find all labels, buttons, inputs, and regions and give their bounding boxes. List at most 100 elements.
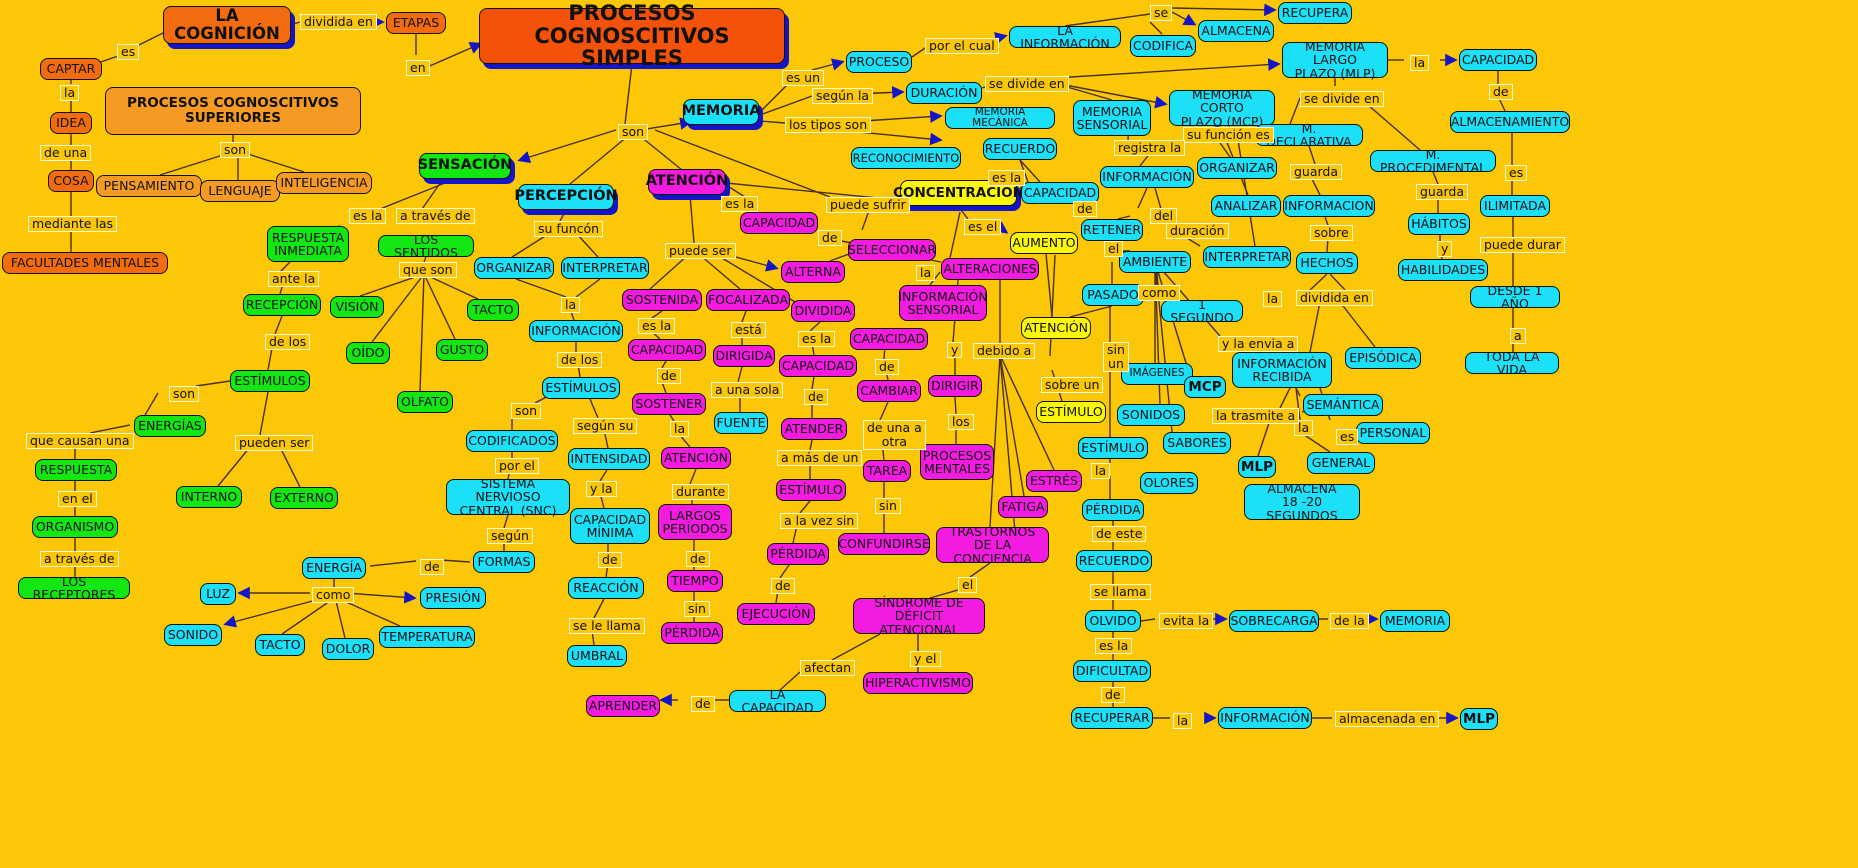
concept-node-fatiga[interactable]: FATIGA xyxy=(998,496,1048,518)
concept-node-retener[interactable]: RETENER xyxy=(1081,219,1143,241)
concept-node-tacto[interactable]: TACTO xyxy=(467,299,519,321)
concept-node-ambiente[interactable]: AMBIENTE xyxy=(1119,251,1191,273)
concept-node-almacena[interactable]: ALMACENA xyxy=(1198,20,1274,42)
concept-node-información-recibida[interactable]: INFORMACIÓN RECIBIDA xyxy=(1232,352,1332,388)
concept-node-trastornos-de-la-conciencia[interactable]: TRASTORNOS DE LA CONCIENCIA xyxy=(936,525,1049,565)
concept-node-pensamiento[interactable]: PENSAMIENTO xyxy=(96,175,202,197)
concept-node-idea[interactable]: IDEA xyxy=(50,112,92,134)
concept-node-toda-la-vida[interactable]: TODA LA VIDA xyxy=(1465,349,1559,376)
concept-node-episódica[interactable]: EPISÓDICA xyxy=(1345,347,1421,369)
concept-node-codifica[interactable]: CODIFICA xyxy=(1130,35,1196,57)
concept-node-aprender[interactable]: APRENDER xyxy=(586,695,660,717)
concept-node-síndrome-de-déficit-atencional[interactable]: SÍNDROME DE DÉFICIT ATENCIONAL xyxy=(853,596,985,636)
concept-node-focalizada[interactable]: FOCALIZADA xyxy=(706,289,790,311)
concept-node-habilidades[interactable]: HABILIDADES xyxy=(1398,259,1488,281)
concept-node-tacto[interactable]: TACTO xyxy=(255,634,305,656)
concept-node-presión[interactable]: PRESIÓN xyxy=(420,587,486,609)
concept-node-atender[interactable]: ATENDER xyxy=(781,418,847,440)
concept-node-tiempo[interactable]: TIEMPO xyxy=(667,570,723,592)
concept-node-estímulos[interactable]: ESTÍMULOS xyxy=(230,370,310,392)
concept-node-temperatura[interactable]: TEMPERATURA xyxy=(379,626,475,648)
concept-node-pasado[interactable]: PASADO xyxy=(1082,284,1144,306)
concept-node-sostener[interactable]: SOSTENER xyxy=(632,393,706,415)
concept-node-información[interactable]: INFORMACIÓN xyxy=(1100,166,1194,188)
concept-node-información[interactable]: INFORMACIÓN xyxy=(1218,707,1312,729)
concept-node-gusto[interactable]: GUSTO xyxy=(436,339,488,361)
concept-node-memoria-mecánica[interactable]: MEMORIA MECÁNICA xyxy=(945,106,1055,129)
concept-node-recuerdo[interactable]: RECUERDO xyxy=(1076,550,1152,572)
concept-node-duración[interactable]: DURACIÓN xyxy=(906,82,982,104)
concept-node-captar[interactable]: CAPTAR xyxy=(40,58,102,80)
concept-node-organismo[interactable]: ORGANISMO xyxy=(32,516,118,538)
concept-node-olvido[interactable]: OLVIDO xyxy=(1085,610,1141,632)
concept-node-sensación[interactable]: SENSACIÓN xyxy=(418,153,512,179)
concept-node-intensidad[interactable]: INTENSIDAD xyxy=(568,448,650,470)
concept-node-mlp[interactable]: MLP xyxy=(1460,708,1498,730)
concept-node-información-sensorial[interactable]: INFORMACIÓN SENSORIAL xyxy=(898,285,988,321)
concept-node-desde-1-año[interactable]: DESDE 1 AÑO xyxy=(1470,283,1560,310)
concept-node-atención[interactable]: ATENCIÓN xyxy=(646,169,728,195)
concept-node-luz[interactable]: LUZ xyxy=(200,583,236,605)
concept-node-mlp[interactable]: MLP xyxy=(1238,456,1276,478)
concept-node-externo[interactable]: EXTERNO xyxy=(270,487,338,509)
concept-node-cambiar[interactable]: CAMBIAR xyxy=(857,380,921,402)
concept-node-capacidad-mínima[interactable]: CAPACIDAD MÍNIMA xyxy=(570,508,650,544)
concept-node-recuperar[interactable]: RECUPERAR xyxy=(1071,707,1153,729)
concept-node-hechos[interactable]: HECHOS xyxy=(1296,252,1358,274)
concept-node-respuesta[interactable]: RESPUESTA xyxy=(35,459,117,481)
concept-node-sabores[interactable]: SABORES xyxy=(1163,432,1231,454)
concept-node-aumento[interactable]: AUMENTO xyxy=(1010,232,1078,254)
concept-node-la-información[interactable]: LA INFORMACIÓN xyxy=(1009,23,1121,50)
concept-node-sobrecarga[interactable]: SOBRECARGA xyxy=(1229,610,1319,632)
concept-node-analizar[interactable]: ANALIZAR xyxy=(1211,195,1281,217)
concept-node-dolor[interactable]: DOLOR xyxy=(322,638,374,660)
concept-node-estímulo[interactable]: ESTÍMULO xyxy=(1078,437,1148,459)
concept-node-procesos-cognoscitivos-simples[interactable]: PROCESOS COGNOSCITIVOS SIMPLES xyxy=(479,2,785,70)
concept-node-memoria-largo-plazo-mlp[interactable]: MEMORIA LARGO PLAZO (MLP) xyxy=(1282,40,1388,80)
concept-node-interno[interactable]: INTERNO xyxy=(176,486,242,508)
concept-node-confundirse[interactable]: CONFUNDIRSE xyxy=(838,533,930,555)
concept-node-capacidad[interactable]: CAPACIDAD xyxy=(779,355,857,377)
concept-node-pérdida[interactable]: PÉRDIDA xyxy=(661,622,723,644)
concept-node-codificados[interactable]: CODIFICADOS xyxy=(466,430,558,452)
concept-node-atención[interactable]: ATENCIÓN xyxy=(1021,317,1091,339)
concept-node-facultades-mentales[interactable]: FACULTADES MENTALES xyxy=(2,252,168,274)
concept-node-sistema-nervioso-central-snc[interactable]: SISTEMA NERVIOSO CENTRAL (SNC) xyxy=(446,477,570,517)
concept-node-oído[interactable]: OÍDO xyxy=(346,342,390,364)
concept-node-memoria-sensorial[interactable]: MEMORIA SENSORIAL xyxy=(1073,100,1151,136)
concept-node-energías[interactable]: ENERGÍAS xyxy=(134,415,206,437)
concept-node-atención[interactable]: ATENCIÓN xyxy=(661,447,731,469)
concept-node-la-cognición[interactable]: LA COGNICIÓN xyxy=(163,6,291,44)
concept-node-informacion[interactable]: INFORMACION xyxy=(1283,195,1375,217)
concept-node-olores[interactable]: OLORES xyxy=(1140,472,1198,494)
concept-node-percepción[interactable]: PERCEPCIÓN xyxy=(514,184,618,210)
concept-node-hábitos[interactable]: HÁBITOS xyxy=(1408,213,1470,235)
concept-node-semántica[interactable]: SEMÁNTICA xyxy=(1303,394,1383,416)
concept-node-tarea[interactable]: TAREA xyxy=(863,460,911,482)
concept-node-energía[interactable]: ENERGÍA xyxy=(302,557,366,579)
concept-node-lenguaje[interactable]: LENGUAJE xyxy=(200,180,280,202)
concept-node-sonido[interactable]: SONIDO xyxy=(164,624,222,646)
concept-node-organizar[interactable]: ORGANIZAR xyxy=(474,257,554,279)
concept-node-dirigir[interactable]: DIRIGIR xyxy=(928,375,982,397)
concept-node-los-sentidos[interactable]: LOS SENTIDOS xyxy=(378,232,474,259)
concept-node-interpretar[interactable]: INTERPRETAR xyxy=(561,257,649,279)
concept-node-interpretar[interactable]: INTERPRETAR xyxy=(1203,246,1291,268)
concept-node-capacidad[interactable]: CAPACIDAD xyxy=(850,328,928,350)
concept-node-recupera[interactable]: RECUPERA xyxy=(1278,2,1352,24)
concept-node-dificultad[interactable]: DIFICULTAD xyxy=(1073,660,1151,682)
concept-node-seleccionar[interactable]: SELECCIONAR xyxy=(848,239,936,261)
concept-node-capacidad[interactable]: CAPACIDAD xyxy=(740,212,818,234)
concept-node-etapas[interactable]: ETAPAS xyxy=(386,12,446,34)
concept-node-general[interactable]: GENERAL xyxy=(1307,452,1375,474)
concept-node-umbral[interactable]: UMBRAL xyxy=(567,645,627,667)
concept-node-recepción[interactable]: RECEPCIÓN xyxy=(243,294,321,316)
concept-node-m-procedimental[interactable]: M. PROCEDIMENTAL xyxy=(1370,147,1496,174)
concept-node-la-capacidad[interactable]: LA CAPACIDAD xyxy=(729,687,826,714)
concept-node-almacena-18-20-segundos[interactable]: ALMACENA 18 -20 SEGUNDOS xyxy=(1244,482,1360,522)
concept-node-estímulos[interactable]: ESTÍMULOS xyxy=(542,377,620,399)
concept-node-proceso[interactable]: PROCESO xyxy=(846,51,912,73)
concept-node-procesos-cognoscitivos-superiores[interactable]: PROCESOS COGNOSCITIVOS SUPERIORES xyxy=(105,87,361,135)
concept-node-cosa[interactable]: COSA xyxy=(48,170,94,192)
concept-node-organizar[interactable]: ORGANIZAR xyxy=(1197,157,1277,179)
